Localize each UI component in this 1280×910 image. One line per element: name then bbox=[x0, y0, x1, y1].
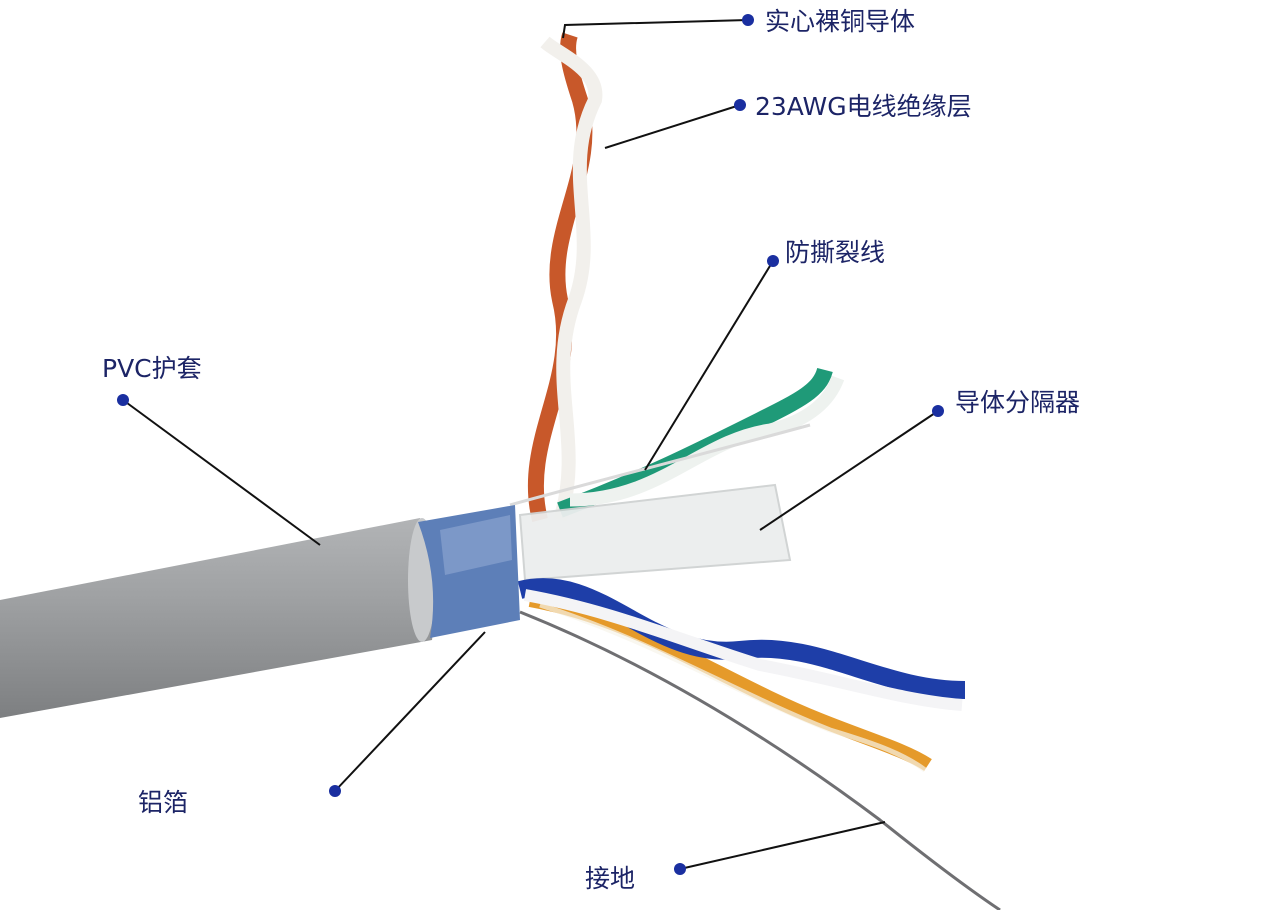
orange-pair-orange bbox=[527, 32, 593, 522]
ground-wire bbox=[519, 610, 1001, 910]
leader-lines bbox=[122, 19, 939, 870]
label-ground: 接地 bbox=[585, 864, 636, 893]
ripcord bbox=[509, 423, 811, 507]
label-conductor: 实心裸铜导体 bbox=[765, 7, 916, 36]
pvc-jacket bbox=[0, 518, 435, 718]
green-pair-white bbox=[569, 375, 845, 507]
green-pair-green bbox=[557, 367, 833, 518]
separator bbox=[518, 483, 792, 582]
blue-pair-blue bbox=[517, 578, 966, 699]
blue-pair-white bbox=[523, 589, 963, 711]
amber-pair bbox=[528, 593, 932, 771]
label-foil: 铝箔 bbox=[138, 788, 189, 817]
label-insulation: 23AWG电线绝缘层 bbox=[755, 92, 972, 121]
label-jacket: PVC护套 bbox=[102, 354, 202, 383]
orange-pair-white bbox=[540, 36, 603, 523]
label-separator: 导体分隔器 bbox=[955, 388, 1081, 417]
label-ripcord: 防撕裂线 bbox=[785, 238, 886, 267]
label-dots bbox=[117, 14, 944, 875]
